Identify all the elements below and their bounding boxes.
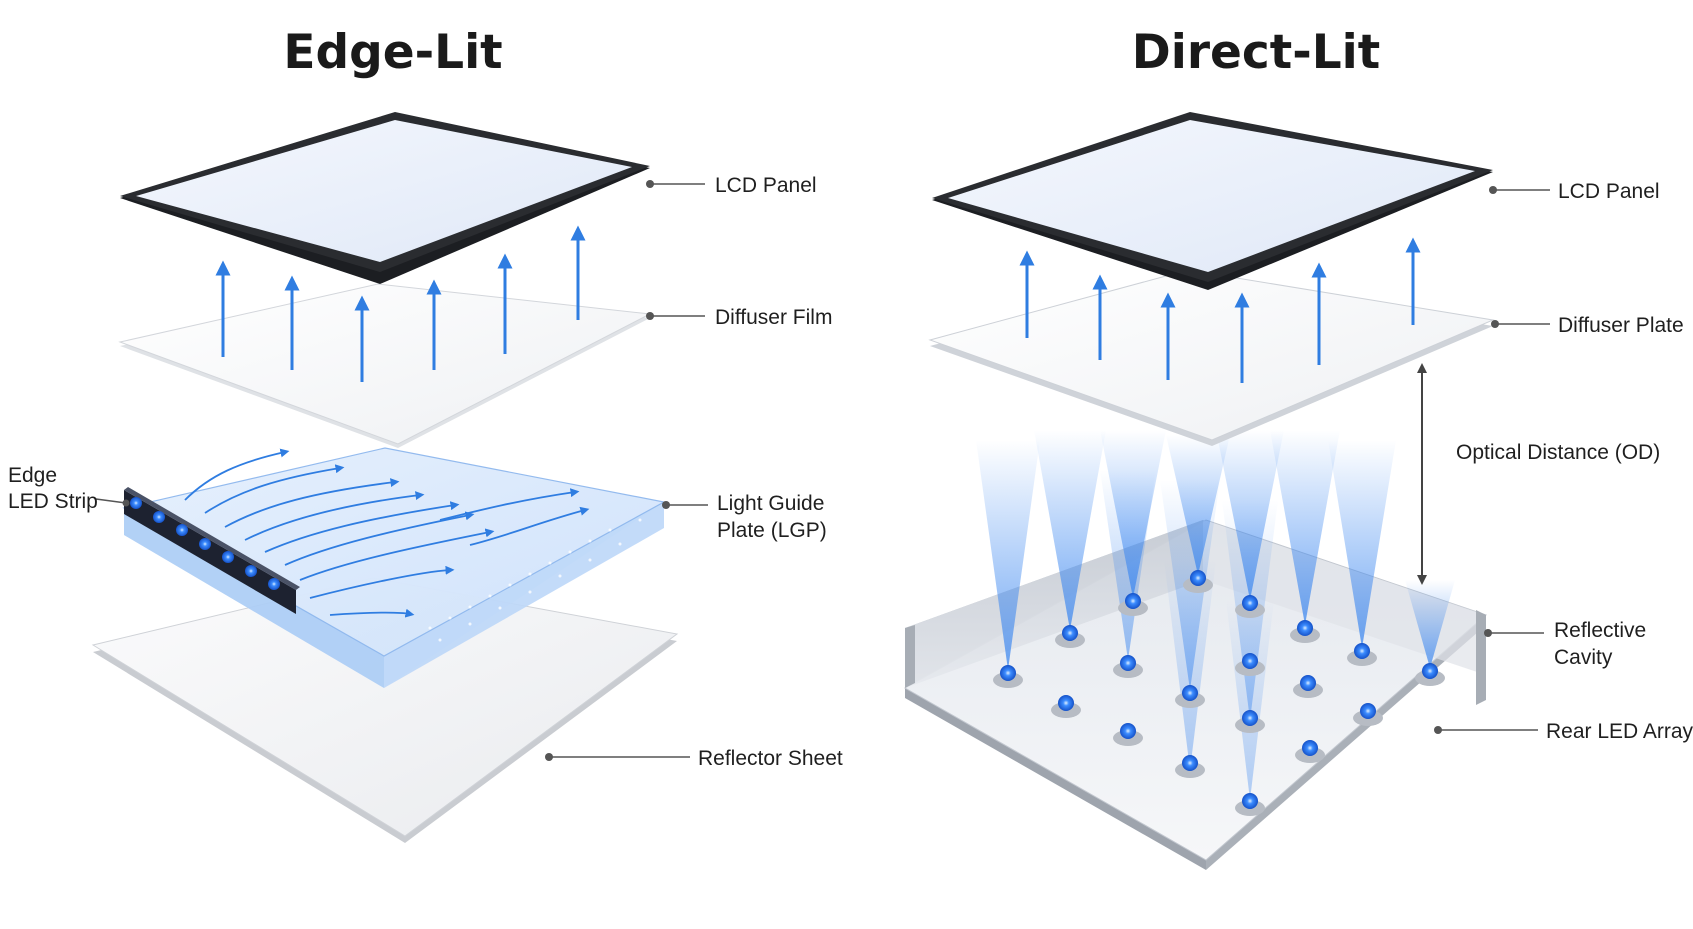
rear-led-array xyxy=(993,570,1445,816)
lcd-panel-direct xyxy=(932,112,1493,290)
label-light-guide-line1: Light Guide xyxy=(717,492,824,515)
diffuser-film xyxy=(118,283,652,448)
label-lcd-panel-direct: LCD Panel xyxy=(1558,180,1660,203)
edge-led xyxy=(245,565,257,577)
rear-led xyxy=(1051,695,1081,718)
direct-lit-title: Direct-Lit xyxy=(1132,25,1381,80)
label-reflective-cavity-line2: Cavity xyxy=(1554,646,1613,669)
direct-lit-light-arrows xyxy=(1019,237,1421,383)
rear-led xyxy=(1295,740,1325,763)
rear-led xyxy=(1353,703,1383,726)
lgp-flow-arrows xyxy=(184,448,590,618)
edge-led xyxy=(268,578,280,590)
light-guide-plate xyxy=(122,447,666,688)
rear-led xyxy=(1347,643,1377,666)
lgp-dot-pattern xyxy=(428,518,642,642)
label-edge-led-line2: LED Strip xyxy=(8,490,98,513)
diffuser-plate xyxy=(928,269,1495,446)
rear-led xyxy=(1175,755,1205,778)
label-edge-led-line1: Edge xyxy=(8,464,57,487)
rear-led xyxy=(1235,710,1265,733)
rear-led xyxy=(1113,723,1143,746)
edge-led xyxy=(222,551,234,563)
edge-lit-labels: LCD Panel Diffuser Film Light Guide Plat… xyxy=(8,174,843,770)
edge-led xyxy=(130,497,142,509)
rear-led xyxy=(1235,653,1265,676)
rear-led xyxy=(1113,655,1143,678)
edge-lit-light-arrows xyxy=(215,225,586,382)
label-reflector-sheet: Reflector Sheet xyxy=(698,747,843,770)
label-reflective-cavity-line1: Reflective xyxy=(1554,619,1646,642)
rear-led xyxy=(1183,570,1213,593)
edge-lit-title: Edge-Lit xyxy=(283,25,502,80)
edge-led-strip xyxy=(124,487,300,614)
lcd-panel-edge xyxy=(120,112,650,284)
label-diffuser-film: Diffuser Film xyxy=(715,306,832,329)
label-diffuser-plate: Diffuser Plate xyxy=(1558,314,1684,337)
label-light-guide-line2: Plate (LGP) xyxy=(717,519,827,542)
rear-led xyxy=(1118,593,1148,616)
rear-led xyxy=(1055,625,1085,648)
edge-led xyxy=(153,511,165,523)
rear-led xyxy=(993,665,1023,688)
rear-led xyxy=(1415,663,1445,686)
label-lcd-panel-edge: LCD Panel xyxy=(715,174,817,197)
direct-lit-labels: LCD Panel Diffuser Plate Optical Distanc… xyxy=(1434,180,1693,743)
rear-led xyxy=(1290,620,1320,643)
edge-led xyxy=(199,538,211,550)
rear-led xyxy=(1235,595,1265,618)
rear-led xyxy=(1175,685,1205,708)
label-optical-distance: Optical Distance (OD) xyxy=(1456,441,1660,464)
rear-led xyxy=(1293,675,1323,698)
rear-led xyxy=(1235,793,1265,816)
label-rear-led-array: Rear LED Array xyxy=(1546,720,1693,743)
edge-led xyxy=(176,524,188,536)
